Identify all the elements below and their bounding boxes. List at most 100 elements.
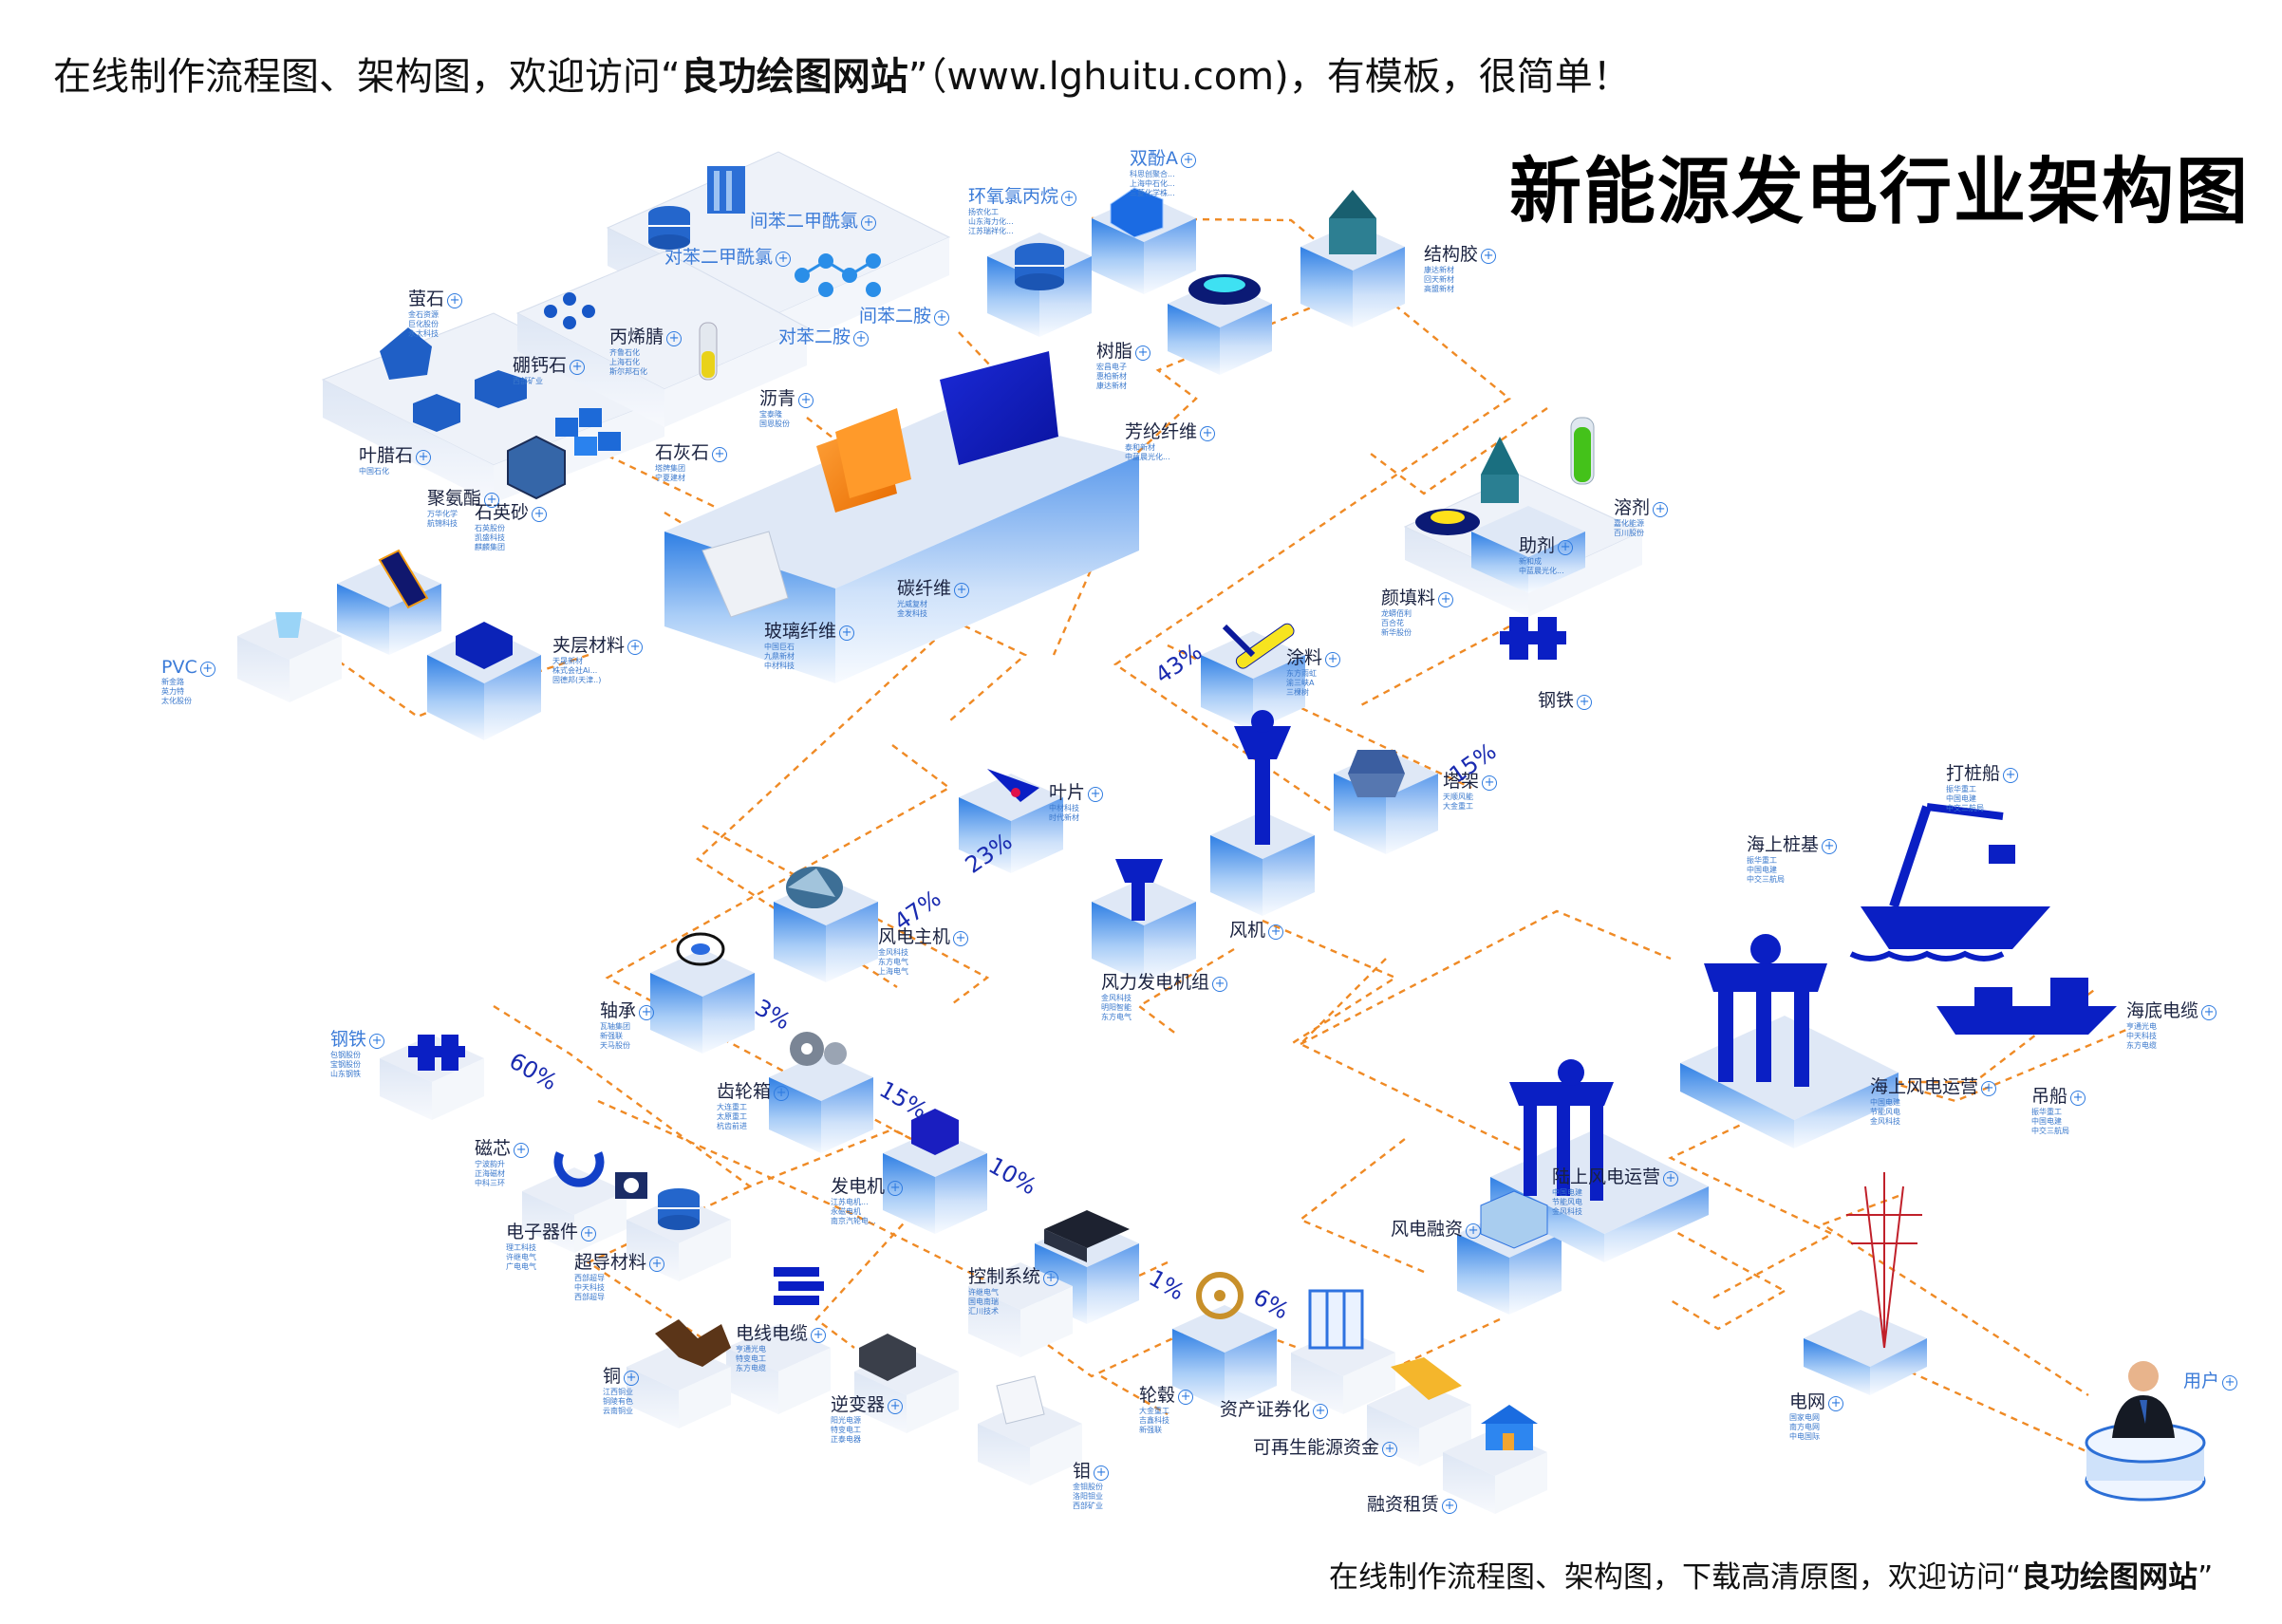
company-item: 中材科技 — [764, 662, 795, 670]
company-list: 国家电网南方电网中电国际 — [1789, 1413, 1843, 1442]
company-item: 江苏瑞祥化... — [968, 227, 1014, 235]
node-name: 磁芯 — [475, 1138, 512, 1159]
expand-plus-icon[interactable]: + — [774, 1085, 790, 1101]
company-list: 康达新材回天新材高盟新材 — [1424, 266, 1496, 294]
expand-plus-icon[interactable]: + — [2222, 1374, 2238, 1391]
expand-plus-icon[interactable]: + — [369, 1033, 385, 1049]
expand-plus-icon[interactable]: + — [1088, 786, 1104, 802]
node-label: 石灰石+塔牌集团宁夏建材 — [655, 439, 728, 483]
expand-plus-icon[interactable]: + — [1466, 1223, 1482, 1239]
expand-plus-icon[interactable]: + — [934, 309, 950, 326]
expand-plus-icon[interactable]: + — [1577, 694, 1593, 710]
expand-plus-icon[interactable]: + — [712, 446, 728, 462]
expand-plus-icon[interactable]: + — [639, 1004, 655, 1020]
expand-plus-icon[interactable]: + — [1043, 1270, 1059, 1286]
connector-line — [1136, 947, 1235, 1036]
connector-line — [1262, 919, 1398, 1046]
company-item: 亨通光电 — [2126, 1022, 2157, 1031]
expand-plus-icon[interactable]: + — [1653, 501, 1669, 517]
company-item: 国恩股份 — [759, 420, 790, 428]
expand-plus-icon[interactable]: + — [853, 330, 870, 346]
node-label: PVC+新金路英力特太化股份 — [161, 657, 215, 706]
expand-plus-icon[interactable]: + — [649, 1256, 665, 1272]
expand-plus-icon[interactable]: + — [2201, 1004, 2217, 1020]
expand-plus-icon[interactable]: + — [1212, 976, 1228, 992]
company-item: 永磁电机 — [831, 1207, 861, 1216]
expand-plus-icon[interactable]: + — [1981, 1080, 1997, 1096]
expand-plus-icon[interactable]: + — [954, 582, 970, 598]
expand-plus-icon[interactable]: + — [1094, 1465, 1110, 1481]
company-item: 嘉化能源 — [1614, 519, 1644, 528]
expand-plus-icon[interactable]: + — [1061, 190, 1077, 206]
node-label: 轴承+瓦轴集团新强联天马股份 — [600, 997, 655, 1051]
expand-plus-icon[interactable]: + — [1200, 425, 1216, 441]
company-item: 上海中石化... — [1130, 179, 1175, 188]
expand-plus-icon[interactable]: + — [1325, 651, 1341, 667]
expand-plus-icon[interactable]: + — [1268, 924, 1284, 940]
expand-plus-icon[interactable]: + — [1438, 591, 1454, 607]
expand-plus-icon[interactable]: + — [1481, 248, 1497, 264]
expand-plus-icon[interactable]: + — [484, 492, 500, 508]
expand-plus-icon[interactable]: + — [199, 661, 215, 677]
node-name: 丙烯腈 — [609, 327, 664, 347]
expand-plus-icon[interactable]: + — [1442, 1498, 1458, 1514]
expand-plus-icon[interactable]: + — [2070, 1090, 2086, 1106]
footer-brand[interactable]: 良功绘图网站 — [2021, 1560, 2198, 1595]
node-label: 萤石+金石资源巨化股份永太科技 — [408, 285, 463, 339]
company-item: 渝三峡A — [1286, 679, 1315, 687]
expand-plus-icon[interactable]: + — [1828, 1395, 1844, 1411]
company-item: 正泰电器 — [831, 1435, 861, 1444]
expand-plus-icon[interactable]: + — [447, 292, 463, 308]
expand-plus-icon[interactable]: + — [581, 1225, 597, 1241]
expand-plus-icon[interactable]: + — [1181, 152, 1196, 168]
company-item: 阳光电源 — [831, 1416, 861, 1425]
expand-plus-icon[interactable]: + — [776, 251, 792, 267]
chip-icon — [615, 1172, 647, 1199]
page-title: 新能源发电行业架构图 — [1509, 149, 2250, 233]
node-label: 芳纶纤维+泰和新材中蓝晨光化... — [1125, 418, 1216, 462]
bearing-icon — [676, 932, 725, 966]
connector-line — [1091, 216, 1512, 836]
expand-plus-icon[interactable]: + — [1135, 345, 1151, 361]
company-item: 振华重工 — [2031, 1108, 2062, 1116]
connector-line — [806, 417, 955, 532]
header-brand[interactable]: 良功绘图网站 — [680, 55, 908, 99]
tower-segment-icon — [1348, 750, 1405, 797]
company-list: 龙蟒佰利百合花新华股份 — [1381, 609, 1453, 638]
company-item: 新强联 — [600, 1032, 623, 1040]
node-name: 轴承 — [600, 1000, 637, 1021]
company-list: 中国巨石九鼎新材中材科技 — [764, 643, 854, 671]
expand-plus-icon[interactable]: + — [570, 359, 586, 375]
gem-icon — [413, 394, 460, 432]
expand-plus-icon[interactable]: + — [532, 506, 548, 522]
expand-plus-icon[interactable]: + — [416, 449, 432, 465]
expand-plus-icon[interactable]: + — [1178, 1389, 1194, 1405]
expand-plus-icon[interactable]: + — [1822, 838, 1838, 854]
expand-plus-icon[interactable]: + — [627, 639, 644, 655]
expand-plus-icon[interactable]: + — [1558, 539, 1574, 555]
wind-farm-icon — [1704, 934, 1827, 1087]
expand-plus-icon[interactable]: + — [953, 930, 969, 946]
expand-plus-icon[interactable]: + — [888, 1398, 904, 1414]
expand-plus-icon[interactable]: + — [514, 1142, 530, 1158]
expand-plus-icon[interactable]: + — [1663, 1170, 1679, 1186]
expand-plus-icon[interactable]: + — [861, 215, 877, 231]
expand-plus-icon[interactable]: + — [666, 330, 683, 346]
expand-plus-icon[interactable]: + — [624, 1370, 640, 1386]
expand-plus-icon[interactable]: + — [798, 392, 814, 408]
expand-plus-icon[interactable]: + — [1382, 1441, 1398, 1457]
connector-line — [586, 1185, 751, 1339]
company-item: 国电南瑞 — [968, 1297, 999, 1306]
expand-plus-icon[interactable]: + — [811, 1327, 827, 1343]
node-label: 逆变器+阳光电源特变电工正泰电器 — [831, 1391, 904, 1445]
expand-plus-icon[interactable]: + — [888, 1180, 904, 1196]
cube-large — [1680, 1016, 1899, 1148]
node-name: 风电主机 — [878, 926, 951, 947]
company-item: 金风科技 — [1870, 1117, 1900, 1126]
company-item: 吉鑫科技 — [1139, 1416, 1169, 1425]
node-label: 电线电缆+亨通光电特变电工东方电缆 — [736, 1319, 827, 1373]
expand-plus-icon[interactable]: + — [2003, 767, 2019, 783]
expand-plus-icon[interactable]: + — [1313, 1403, 1329, 1419]
expand-plus-icon[interactable]: + — [1482, 775, 1498, 791]
expand-plus-icon[interactable]: + — [839, 625, 855, 641]
